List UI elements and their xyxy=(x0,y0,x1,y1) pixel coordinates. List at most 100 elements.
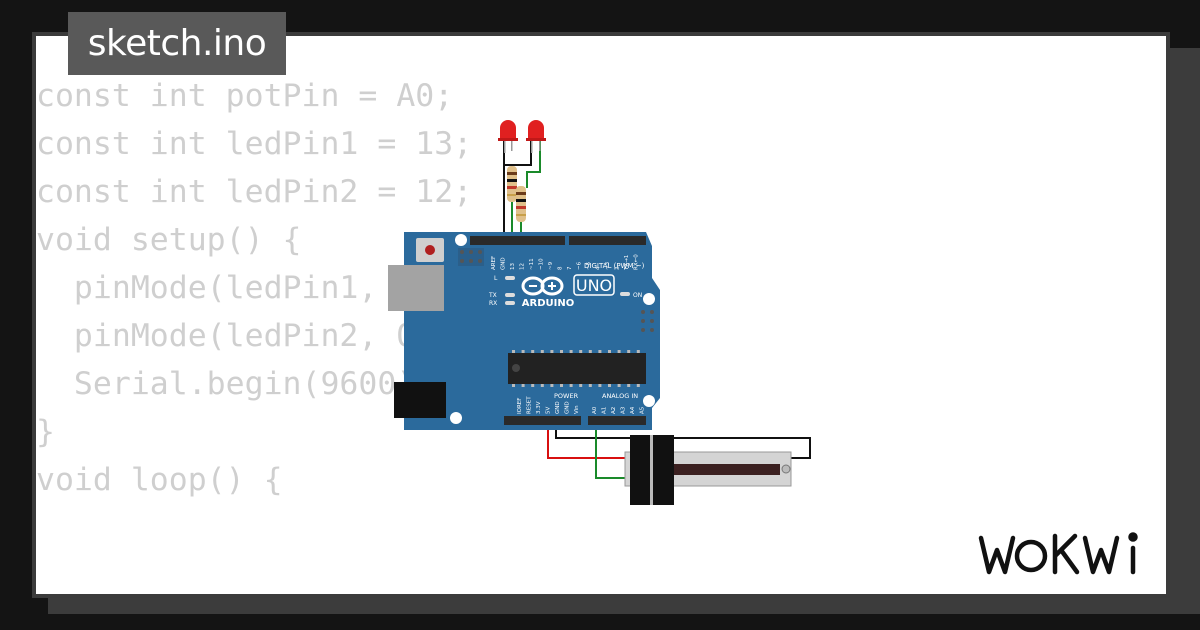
pin-label: GND xyxy=(501,257,507,270)
led-tx-label: TX xyxy=(488,292,497,299)
chip-pin xyxy=(550,350,554,353)
slide-potentiometer[interactable] xyxy=(624,435,792,505)
chip-pin xyxy=(540,350,544,353)
circuit-diagram: UNO ARDUINO DIGITAL (PWM ~) POWER ANALOG… xyxy=(388,120,811,505)
arduino-logo xyxy=(521,276,564,296)
led-tx-indicator xyxy=(505,293,515,297)
icsp-header-right xyxy=(641,310,654,332)
digital-header-left xyxy=(470,236,565,245)
pin-label: A2 xyxy=(611,407,617,414)
code-line: const int ledPin2 = 12; xyxy=(36,174,473,210)
led-rx-label: RX xyxy=(489,300,497,307)
pin-label: RX←0 xyxy=(634,254,640,270)
uno-frame xyxy=(573,274,615,296)
mount-hole xyxy=(455,234,467,246)
arduino-uno-board[interactable]: UNO ARDUINO DIGITAL (PWM ~) POWER ANALOG… xyxy=(388,232,660,430)
icsp-header xyxy=(458,248,484,266)
resistor-1[interactable] xyxy=(507,166,517,202)
chip-pin xyxy=(588,384,592,387)
pin-label: ~10 xyxy=(539,258,545,270)
pin-label: ~11 xyxy=(529,258,535,270)
code-line: const int ledPin1 = 13; xyxy=(36,126,473,162)
chip-pin xyxy=(608,350,611,353)
pin-label: TX→1 xyxy=(624,255,630,271)
chip-pin xyxy=(617,350,621,353)
chip-pin xyxy=(588,350,592,353)
pin-label: 12 xyxy=(520,263,526,270)
pin-label: ~6 xyxy=(577,261,583,270)
chip-pin xyxy=(531,384,535,387)
wokwi-logo xyxy=(978,532,1138,575)
a0-wire xyxy=(595,418,625,479)
chip-pin xyxy=(569,384,573,387)
chip-pin xyxy=(521,350,525,353)
code-line: void loop() { xyxy=(36,462,283,498)
chip-pin xyxy=(540,384,544,387)
led-l-label: L xyxy=(494,275,498,282)
pin-label: A5 xyxy=(640,406,646,414)
pin-label: A0 xyxy=(592,406,598,414)
led-red-1[interactable] xyxy=(498,120,518,153)
chip-pin xyxy=(636,350,640,353)
power-jack xyxy=(394,382,446,418)
mount-hole xyxy=(643,395,655,407)
chip-pins-top xyxy=(512,350,640,387)
5v-wire xyxy=(547,418,625,459)
power-header-label: POWER xyxy=(554,392,579,400)
led-rx-indicator xyxy=(505,301,515,305)
pot-track xyxy=(648,464,780,475)
resistor-2[interactable] xyxy=(516,186,526,222)
digital-header-label: DIGITAL (PWM ~) xyxy=(584,262,645,270)
chip-pin xyxy=(608,384,611,387)
code-line: void setup() { xyxy=(36,222,302,258)
pin-label: ~3 xyxy=(605,261,611,270)
pot-gnd-wire xyxy=(555,418,811,459)
pin-label: RESET xyxy=(527,396,533,414)
analog-header-label: ANALOG IN xyxy=(602,392,638,400)
led-ground-wire xyxy=(503,140,532,166)
digital-header-right xyxy=(569,236,646,245)
pin-label: IOREF xyxy=(517,398,523,414)
led-l-indicator xyxy=(505,276,515,280)
analog-header xyxy=(588,416,646,425)
pin-label: Vin xyxy=(574,405,580,414)
chip-pin xyxy=(598,384,602,387)
pin-label: 5V xyxy=(546,407,552,414)
board-brand: ARDUINO xyxy=(522,298,574,309)
chip-pin xyxy=(579,384,583,387)
code-line: } xyxy=(36,414,55,450)
chip-pin xyxy=(636,384,640,387)
pin-label: 13 xyxy=(510,263,516,270)
chip-pin xyxy=(560,350,563,353)
pin-label: A3 xyxy=(621,406,627,414)
led-red-2[interactable] xyxy=(526,120,546,153)
chip-pin xyxy=(560,384,563,387)
pin-label: A1 xyxy=(602,407,608,414)
chip-pin xyxy=(627,350,631,353)
chip-pin xyxy=(512,350,515,353)
pin-label: GND xyxy=(555,401,561,414)
code-line: const int potPin = A0; xyxy=(36,78,454,114)
chip-pin xyxy=(617,384,621,387)
usb-port xyxy=(388,265,444,311)
atmega-chip xyxy=(508,353,646,384)
pin-label: 4 xyxy=(596,266,602,270)
pin-label: AREF xyxy=(491,256,497,270)
pin-label: 2 xyxy=(615,267,621,271)
power-header xyxy=(504,416,581,425)
chip-pin xyxy=(512,384,515,387)
led-on-label: ON xyxy=(633,292,642,299)
chip-pin xyxy=(627,384,631,387)
pin-label: A4 xyxy=(630,406,636,414)
pin-label: ~5 xyxy=(586,261,592,270)
pin-label: 3.3V xyxy=(536,401,542,414)
chip-pin xyxy=(598,350,602,353)
chip-pin xyxy=(550,384,554,387)
led-on-indicator xyxy=(620,292,630,296)
pin-label: 7 xyxy=(567,266,573,270)
mount-hole xyxy=(450,412,462,424)
chip-pin xyxy=(521,384,525,387)
